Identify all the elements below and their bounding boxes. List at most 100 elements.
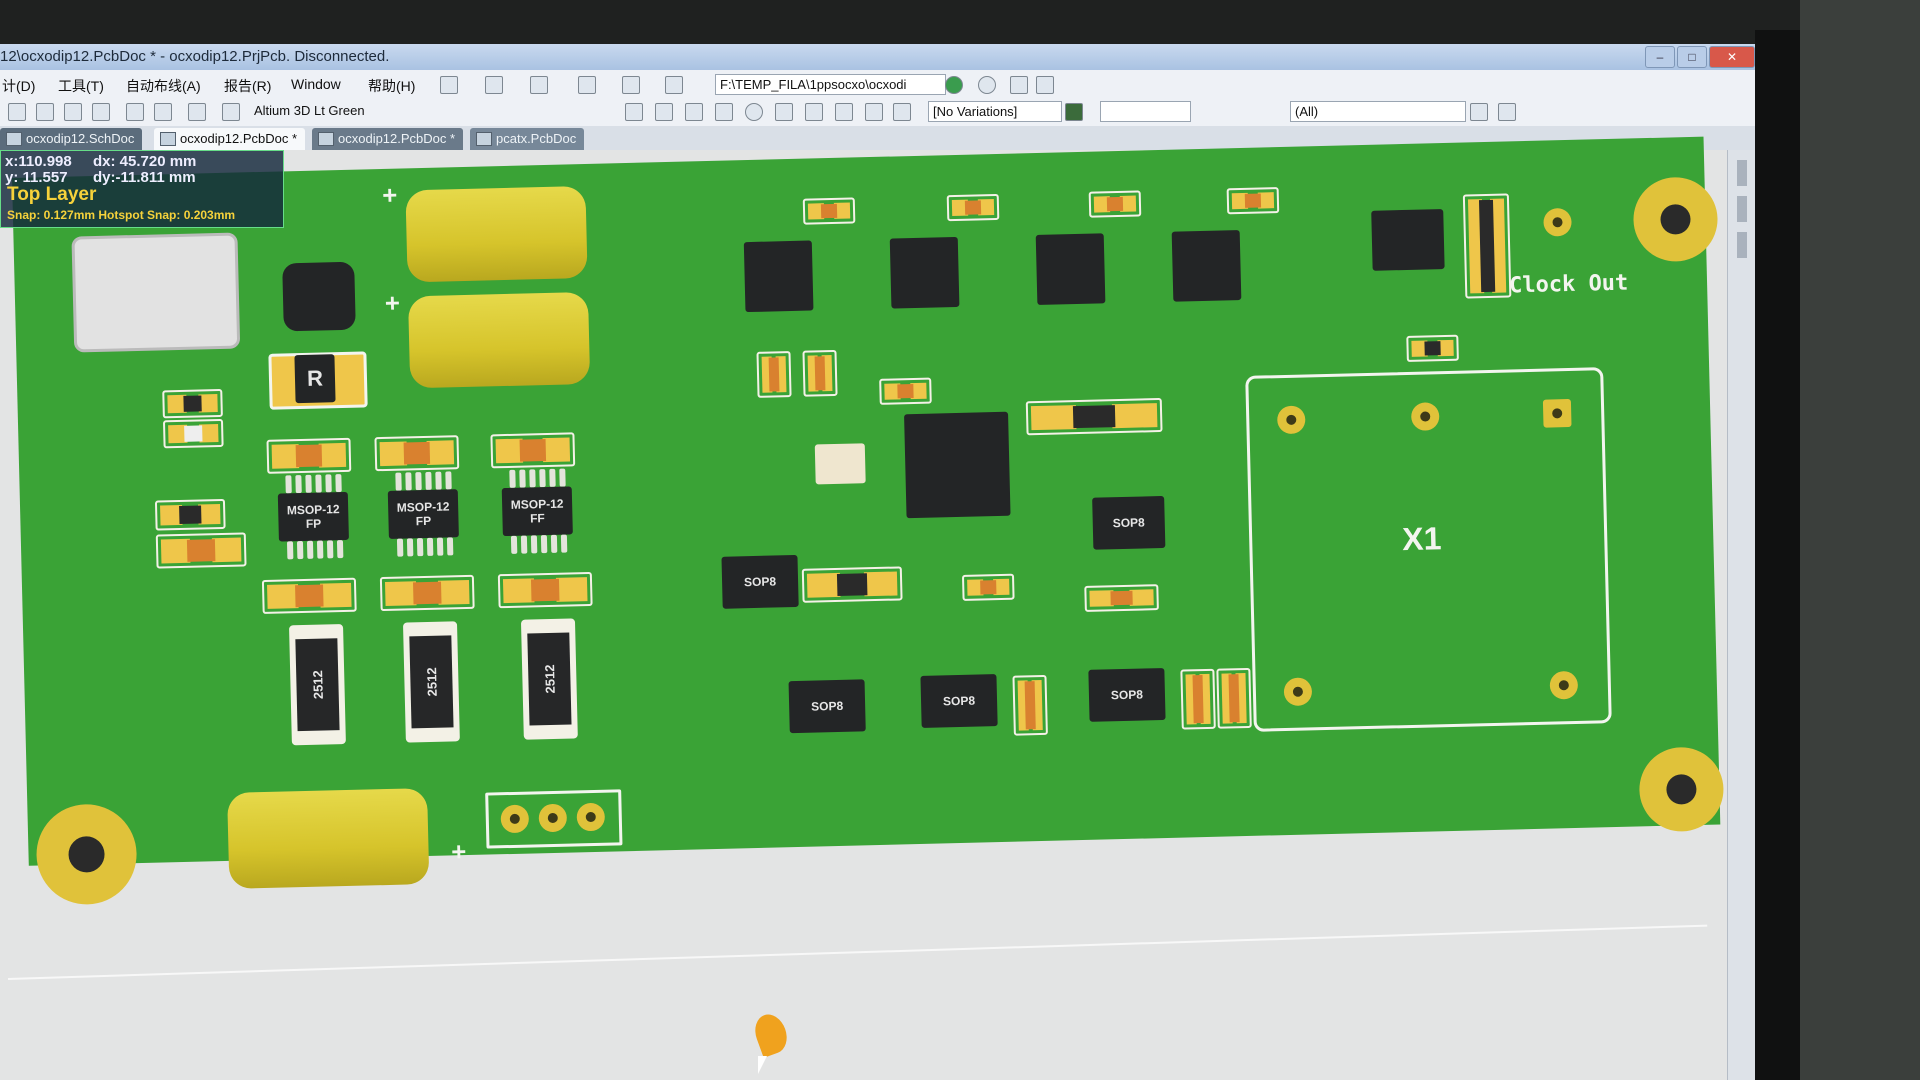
clear-filter-icon[interactable] — [1498, 103, 1516, 121]
new-icon[interactable] — [8, 103, 26, 121]
tab-label: ocxodip12.PcbDoc * — [338, 131, 456, 146]
filter-icon[interactable] — [92, 103, 110, 121]
pin-header — [485, 789, 623, 849]
ic-label: MSOP-12 FP — [396, 499, 450, 529]
grid-icon[interactable] — [665, 76, 683, 94]
tab-label: ocxodip12.SchDoc — [26, 131, 135, 146]
maximize-button[interactable]: □ — [1677, 46, 1707, 68]
filter-select[interactable]: (All) — [1290, 101, 1466, 122]
sop8-ic: SOP8 — [788, 679, 866, 734]
route-icon[interactable] — [440, 76, 458, 94]
tantalum-cap — [1180, 668, 1216, 730]
mounting-hole — [1638, 746, 1725, 833]
variations-select[interactable]: [No Variations] — [928, 101, 1062, 122]
hud-dy: dy:-11.811 mm — [93, 169, 196, 186]
menu-autoroute[interactable]: 自动布线(A) — [126, 78, 201, 94]
resistor-label: 2512 — [541, 664, 558, 694]
crystal-small — [814, 443, 866, 485]
redo-icon[interactable] — [154, 103, 172, 121]
view-config-select[interactable]: Altium 3D Lt Green — [250, 101, 429, 120]
string-icon[interactable] — [865, 103, 883, 121]
right-panel-strip[interactable] — [1727, 150, 1755, 1080]
x1-pin — [1410, 402, 1440, 431]
tab-pcbdoc-2[interactable]: ocxodip12.PcbDoc * — [312, 128, 464, 150]
background-wall — [1800, 0, 1920, 1080]
mounting-hole — [35, 803, 138, 906]
connector — [71, 232, 241, 353]
menu-design[interactable]: 计(D) — [2, 78, 36, 94]
menu-help[interactable]: 帮助(H) — [368, 78, 416, 94]
header-pin — [538, 803, 568, 833]
panel-tab[interactable] — [1737, 160, 1747, 186]
msop12-ic: MSOP-12 FP — [277, 491, 349, 542]
pcb-3d-view[interactable]: + + + R — [0, 136, 1727, 1080]
polarity-plus: + — [451, 837, 467, 866]
resistor-label: 2512 — [309, 670, 326, 700]
text-icon[interactable] — [530, 76, 548, 94]
inductor — [282, 261, 356, 332]
sop8-ic: SOP8 — [1088, 667, 1166, 722]
header-pin — [576, 802, 606, 832]
toolbar-utilities: Altium 3D Lt Green [No Variations] (All) — [0, 98, 1755, 127]
smd-part — [879, 377, 932, 405]
schematic-doc-icon — [6, 132, 22, 146]
component-icon[interactable] — [485, 76, 503, 94]
zoom-icon[interactable] — [222, 103, 240, 121]
monitor: 12\ocxodip12.PcbDoc * - ocxodip12.PrjPcb… — [0, 0, 1800, 1080]
tantalum-cap — [155, 532, 247, 569]
pad-icon[interactable] — [775, 103, 793, 121]
polarity-plus: + — [384, 288, 400, 317]
menu-tools[interactable]: 工具(T) — [58, 78, 104, 94]
smd-part — [1084, 584, 1159, 612]
keepout-icon[interactable] — [893, 103, 911, 121]
align-icon[interactable] — [578, 76, 596, 94]
menu-reports[interactable]: 报告(R) — [224, 78, 272, 94]
sop8-ic: SOP8 — [920, 674, 998, 728]
minimize-button[interactable]: – — [1645, 46, 1675, 68]
document-path-field[interactable]: F:\TEMP_FILA\1ppsocxo\ocxodi — [715, 74, 946, 95]
diff-pair-icon[interactable] — [655, 103, 673, 121]
hud-snap: Snap: 0.127mm Hotspot Snap: 0.203mm — [7, 208, 236, 222]
smd-part — [961, 573, 1015, 601]
apply-filter-icon[interactable] — [1470, 103, 1488, 121]
tab-pcbdoc-active[interactable]: ocxodip12.PcbDoc * — [154, 128, 306, 150]
close-button[interactable]: ✕ — [1709, 46, 1755, 68]
smd-part — [162, 388, 223, 419]
mounting-hole — [1632, 176, 1719, 263]
interactive-route-icon[interactable] — [625, 103, 643, 121]
panel-tab[interactable] — [1737, 196, 1747, 222]
back-icon[interactable] — [945, 76, 963, 94]
layer-select[interactable] — [1100, 101, 1191, 122]
panel-tab[interactable] — [1737, 232, 1747, 258]
hud-y: y: 11.557 — [5, 169, 68, 186]
smd-part — [1226, 187, 1280, 215]
arc-icon[interactable] — [715, 103, 733, 121]
forward-icon[interactable] — [978, 76, 996, 94]
msop12-ic: MSOP-12 FP — [387, 489, 459, 539]
tab-schdoc[interactable]: ocxodip12.SchDoc — [0, 128, 143, 150]
pcb-board[interactable]: + + + R — [12, 136, 1725, 906]
deselect-icon[interactable] — [64, 103, 82, 121]
qfp-ic — [904, 411, 1011, 519]
smd-part — [154, 498, 226, 531]
pencil-icon[interactable] — [188, 103, 206, 121]
window-controls: – □ ✕ — [1645, 46, 1755, 68]
undo-icon[interactable] — [126, 103, 144, 121]
fanout-icon[interactable] — [685, 103, 703, 121]
polygon-icon[interactable] — [835, 103, 853, 121]
tab-pcatx[interactable]: pcatx.PcbDoc — [470, 128, 585, 150]
menu-window[interactable]: Window — [291, 76, 341, 92]
move-icon[interactable] — [36, 103, 54, 121]
tssop-ic — [1171, 230, 1242, 302]
x1-pin — [1542, 398, 1572, 428]
smd-part — [1406, 334, 1459, 362]
layer-color-icon[interactable] — [1065, 103, 1083, 121]
resistor-array — [1462, 193, 1512, 299]
refresh-icon[interactable] — [1036, 76, 1054, 94]
via-icon[interactable] — [745, 103, 763, 121]
smd-part — [802, 197, 856, 225]
fill-icon[interactable] — [805, 103, 823, 121]
select-icon[interactable] — [622, 76, 640, 94]
resistor-label: R — [306, 365, 324, 391]
home-icon[interactable] — [1010, 76, 1028, 94]
